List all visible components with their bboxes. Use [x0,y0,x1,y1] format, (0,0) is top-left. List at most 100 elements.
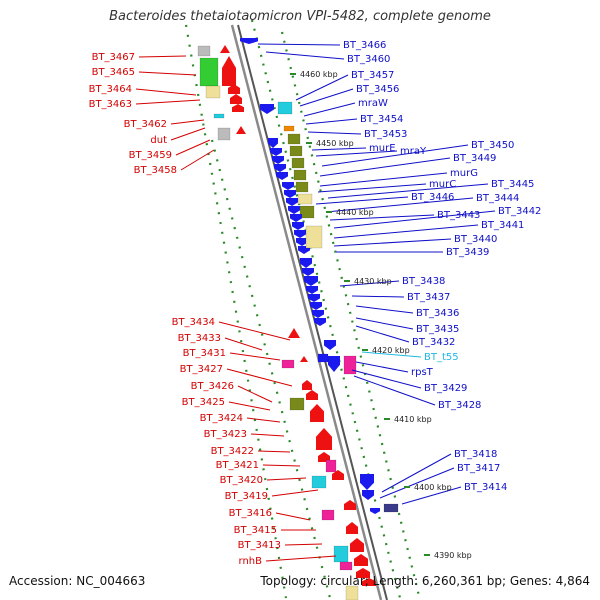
leader-line [327,183,489,199]
gene-feature-olive [295,181,309,193]
gene-feature-khaki [305,225,323,249]
leader-line [295,74,349,101]
gene-label-bt_3426: BT_3426 [191,381,234,392]
leader-line [303,102,356,117]
gene-feature-olive [291,157,305,169]
leader-line [361,351,422,358]
gene-feature-olive [289,397,305,411]
leader-line [319,172,448,187]
leader-line [237,385,273,403]
leader-line [226,368,293,387]
gene-feature-blue [362,490,374,500]
kbp-tick-label: 4390 kbp [434,551,472,560]
gene-label-bt_3441: BT_3441 [481,220,524,231]
leader-line [218,321,291,341]
gene-feature-red [344,500,356,510]
gene-feature-cyan [333,545,349,563]
leader-line [257,450,291,453]
ring-dots [184,24,288,599]
leader-line [284,543,323,546]
kbp-tick-label: 4410 kbp [394,415,432,424]
leader-line [257,43,341,46]
gene-feature-blue [284,190,296,198]
gene-label-bt_3423: BT_3423 [204,429,247,440]
gene-feature-blue [282,182,294,190]
leader-line [135,99,201,105]
leader-line [401,486,462,505]
gene-label-bt_3459: BT_3459 [129,150,172,161]
gene-feature-magenta [325,459,337,473]
gene-feature-blue [272,156,284,164]
gene-label-bt_3456: BT_3456 [356,84,399,95]
gene-label-bt_3429: BT_3429 [424,383,467,394]
gene-label-bt_3414: BT_3414 [464,482,507,493]
gene-feature-red [362,578,376,586]
gene-labels: BT_3467BT_3465BT_3464BT_3463BT_3462dutBT… [89,40,542,567]
gene-label-bt_3442: BT_3442 [498,206,541,217]
leader-line [321,144,469,167]
gene-label-mure: murE [369,143,396,154]
genome-summary-text: Topology: circular; Length: 6,260,361 bp… [260,574,590,588]
gene-feature-red [222,56,236,86]
gene-label-bt_3431: BT_3431 [183,348,226,359]
leader-line [170,119,205,125]
leader-line [224,337,263,351]
kbp-tick-label: 4430 kbp [354,277,392,286]
leader-line [333,238,452,247]
gene-feature-red [236,126,246,134]
leader-line [180,149,215,171]
leader-line [250,433,285,437]
leader-line [246,417,281,423]
leader-line [315,196,409,205]
gene-feature-red [230,94,242,104]
leader-line [317,183,427,193]
gene-label-bt_3421: BT_3421 [216,460,259,471]
leader-line [319,157,451,177]
gene-feature-red [316,428,332,450]
leader-line [135,88,197,96]
leader-line [229,352,281,361]
gene-label-bt_3417: BT_3417 [457,463,500,474]
gene-feature-red [220,45,230,53]
gene-label-bt_3416: BT_3416 [229,508,272,519]
gene-label-bt_3463: BT_3463 [89,99,132,110]
gene-feature-blue [276,172,288,180]
gene-feature-gray [217,127,231,141]
gene-feature-magenta [281,359,295,369]
leader-line [351,295,405,298]
kbp-tick-label: 4420 kbp [372,346,410,355]
gene-label-bt_3465: BT_3465 [92,67,135,78]
kbp-tick-label: 4440 kbp [336,208,374,217]
gene-feature-cyan [311,475,327,489]
leader-line [262,464,301,467]
gene-label-mraw: mraW [358,98,388,109]
gene-label-bt_3425: BT_3425 [182,397,225,408]
gene-label-bt_3413: BT_3413 [238,540,281,551]
leader-line [329,214,435,221]
gene-label-bt_3437: BT_3437 [407,292,450,303]
leader-line [299,88,354,107]
gene-label-bt_3439: BT_3439 [446,247,489,258]
gene-feature-blue [290,214,302,222]
gene-features [197,38,399,600]
gene-label-bt_3419: BT_3419 [225,491,268,502]
gene-label-bt_3462: BT_3462 [124,119,167,130]
gene-label-bt_3444: BT_3444 [476,193,519,204]
gene-feature-blue [274,164,286,172]
gene-label-bt_t55: BT_t55 [424,352,459,363]
gene-label-bt_3466: BT_3466 [343,40,386,51]
gene-feature-red [332,470,344,480]
gene-label-mray: mraY [400,146,427,157]
leader-line [353,375,436,406]
gene-feature-navy [383,503,399,513]
leader-line [351,369,422,389]
leader-line [265,555,337,562]
gene-feature-red [350,538,364,552]
gene-label-bt_3464: BT_3464 [89,84,132,95]
gene-feature-red [302,380,312,390]
gene-label-bt_3432: BT_3432 [412,337,455,348]
gene-label-bt_3467: BT_3467 [92,52,135,63]
gene-feature-blue [292,222,304,230]
gene-feature-cyan [277,101,293,115]
